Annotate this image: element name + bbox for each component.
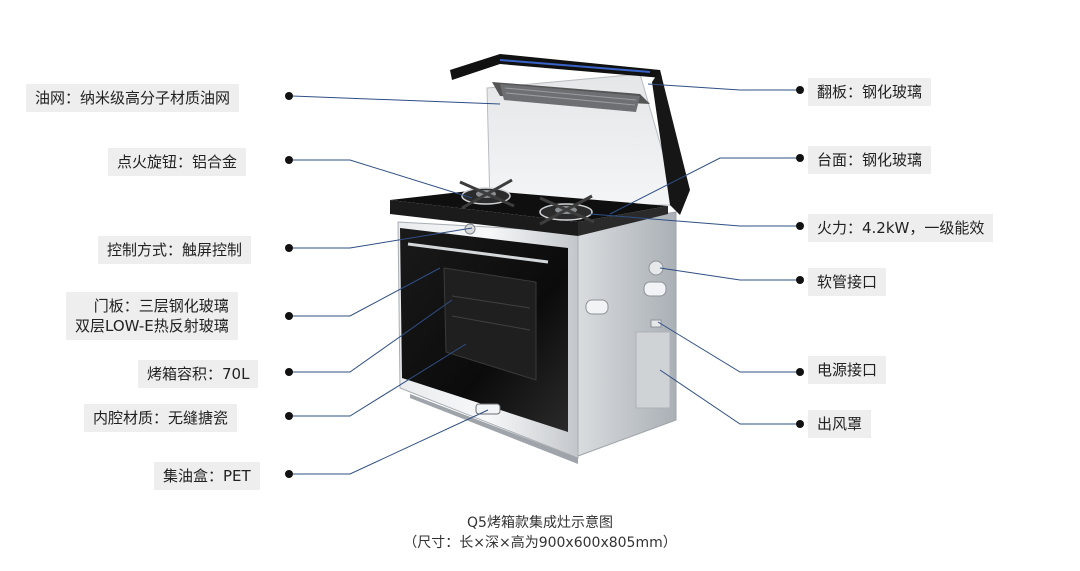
- leader-countertop: [609, 157, 800, 215]
- dot-oven-capacity: [285, 368, 293, 376]
- label-oven-capacity: 烤箱容积：70L: [138, 360, 259, 388]
- oil-filter-grille: [500, 84, 640, 112]
- oven-door: [400, 228, 568, 432]
- diagram-title: Q5烤箱款集成灶示意图: [467, 515, 613, 531]
- leader-cavity-material: [292, 343, 467, 417]
- label-countertop: 台面：钢化玻璃: [808, 146, 932, 174]
- burner-left: [459, 178, 515, 210]
- burner-right: [539, 194, 595, 226]
- dot-air-outlet: [796, 420, 804, 428]
- dot-ignition-knob: [285, 156, 293, 164]
- dot-flap: [796, 86, 804, 94]
- label-door-panel: 门板：三层钢化玻璃 双层LOW-E热反射玻璃: [66, 292, 238, 340]
- oven-window: [443, 267, 537, 381]
- oil-collection-box: [410, 394, 578, 464]
- dot-oil-filter: [285, 92, 293, 100]
- label-oil-box: 集油盒：PET: [154, 462, 260, 490]
- leader-lines: [291, 83, 800, 475]
- right-cabinet: [577, 211, 677, 457]
- leader-ignition-knob: [292, 159, 473, 199]
- leader-oven-capacity: [292, 299, 453, 373]
- dot-oil-box: [285, 470, 293, 478]
- dot-firepower: [796, 222, 804, 230]
- label-control-method: 控制方式：触屏控制: [98, 236, 252, 264]
- door-handle: [407, 242, 549, 264]
- dot-door-panel: [285, 312, 293, 320]
- dot-cavity-material: [285, 412, 293, 420]
- label-firepower: 火力：4.2kW，一级能效: [808, 214, 994, 242]
- leader-oil-filter: [291, 95, 501, 105]
- label-flap: 翻板：钢化玻璃: [808, 78, 932, 106]
- label-hose-port: 软管接口: [808, 268, 887, 296]
- leader-flap: [647, 83, 800, 91]
- label-power-port: 电源接口: [808, 356, 887, 384]
- leader-control-method: [292, 227, 473, 249]
- glass-countertop: [390, 190, 668, 236]
- dot-countertop: [796, 154, 804, 162]
- label-cavity-material: 内腔材质：无缝搪瓷: [84, 404, 238, 432]
- leader-air-outlet: [659, 369, 800, 425]
- leader-power-port: [657, 321, 800, 373]
- leader-oil-box: [292, 409, 489, 475]
- dot-power-port: [796, 368, 804, 376]
- dot-control-method: [285, 244, 293, 252]
- leader-door-panel: [292, 267, 441, 317]
- label-oil-filter: 油网：纳米级高分子材质油网: [26, 84, 240, 112]
- leader-firepower: [589, 213, 800, 227]
- label-air-outlet: 出风罩: [808, 410, 872, 438]
- leader-hose-port: [659, 267, 800, 281]
- dot-hose-port: [796, 276, 804, 284]
- diagram-dimensions: （尺寸：长×深×高为900x600x805mm）: [403, 535, 677, 551]
- label-ignition-knob: 点火旋钮：铝合金: [108, 148, 247, 176]
- air-outlet-cover: [635, 331, 671, 409]
